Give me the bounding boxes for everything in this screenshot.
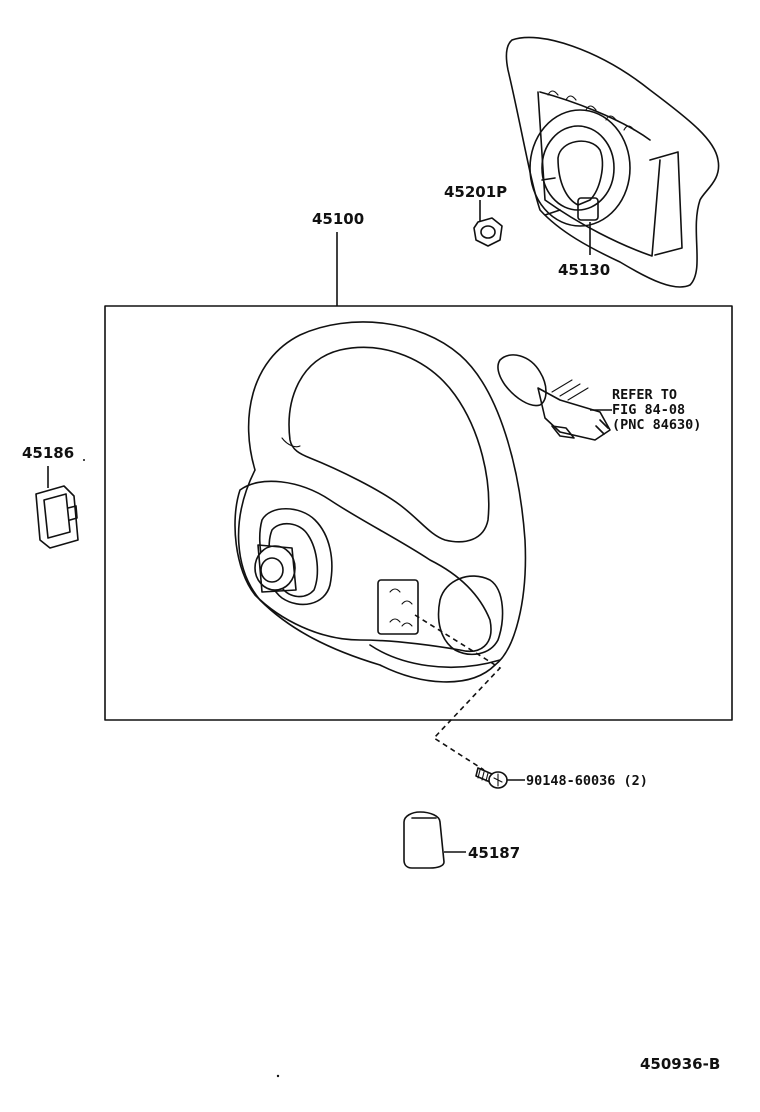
- reference-line-3: (PNC 84630): [612, 417, 701, 433]
- cover-left-label: 45186: [22, 444, 74, 462]
- screw-leader-dashed: [414, 614, 502, 771]
- cover-right-label: 45187: [468, 844, 520, 862]
- nut-label: 45201P: [444, 183, 507, 201]
- screw-drawing: [475, 767, 525, 789]
- cover-left-drawing: [35, 485, 79, 549]
- figure-id: 450936-B: [640, 1055, 720, 1073]
- stray-dot: [83, 459, 85, 461]
- reference-line-1: REFER TO: [612, 387, 677, 403]
- cover-right-drawing: [403, 811, 466, 869]
- pad-assembly-label: 45130: [558, 261, 610, 279]
- stray-dot: [276, 1074, 280, 1078]
- reference-line-2: FIG 84-08: [612, 402, 685, 418]
- screw-label: 90148-60036 (2): [526, 773, 648, 789]
- nut-drawing: [473, 200, 503, 247]
- pad-assembly-drawing: [505, 36, 720, 288]
- steering-wheel-label: 45100: [312, 210, 364, 228]
- steering-wheel-drawing: [234, 321, 527, 683]
- cruise-switch-drawing: [497, 354, 612, 441]
- assembly-frame: [104, 305, 733, 721]
